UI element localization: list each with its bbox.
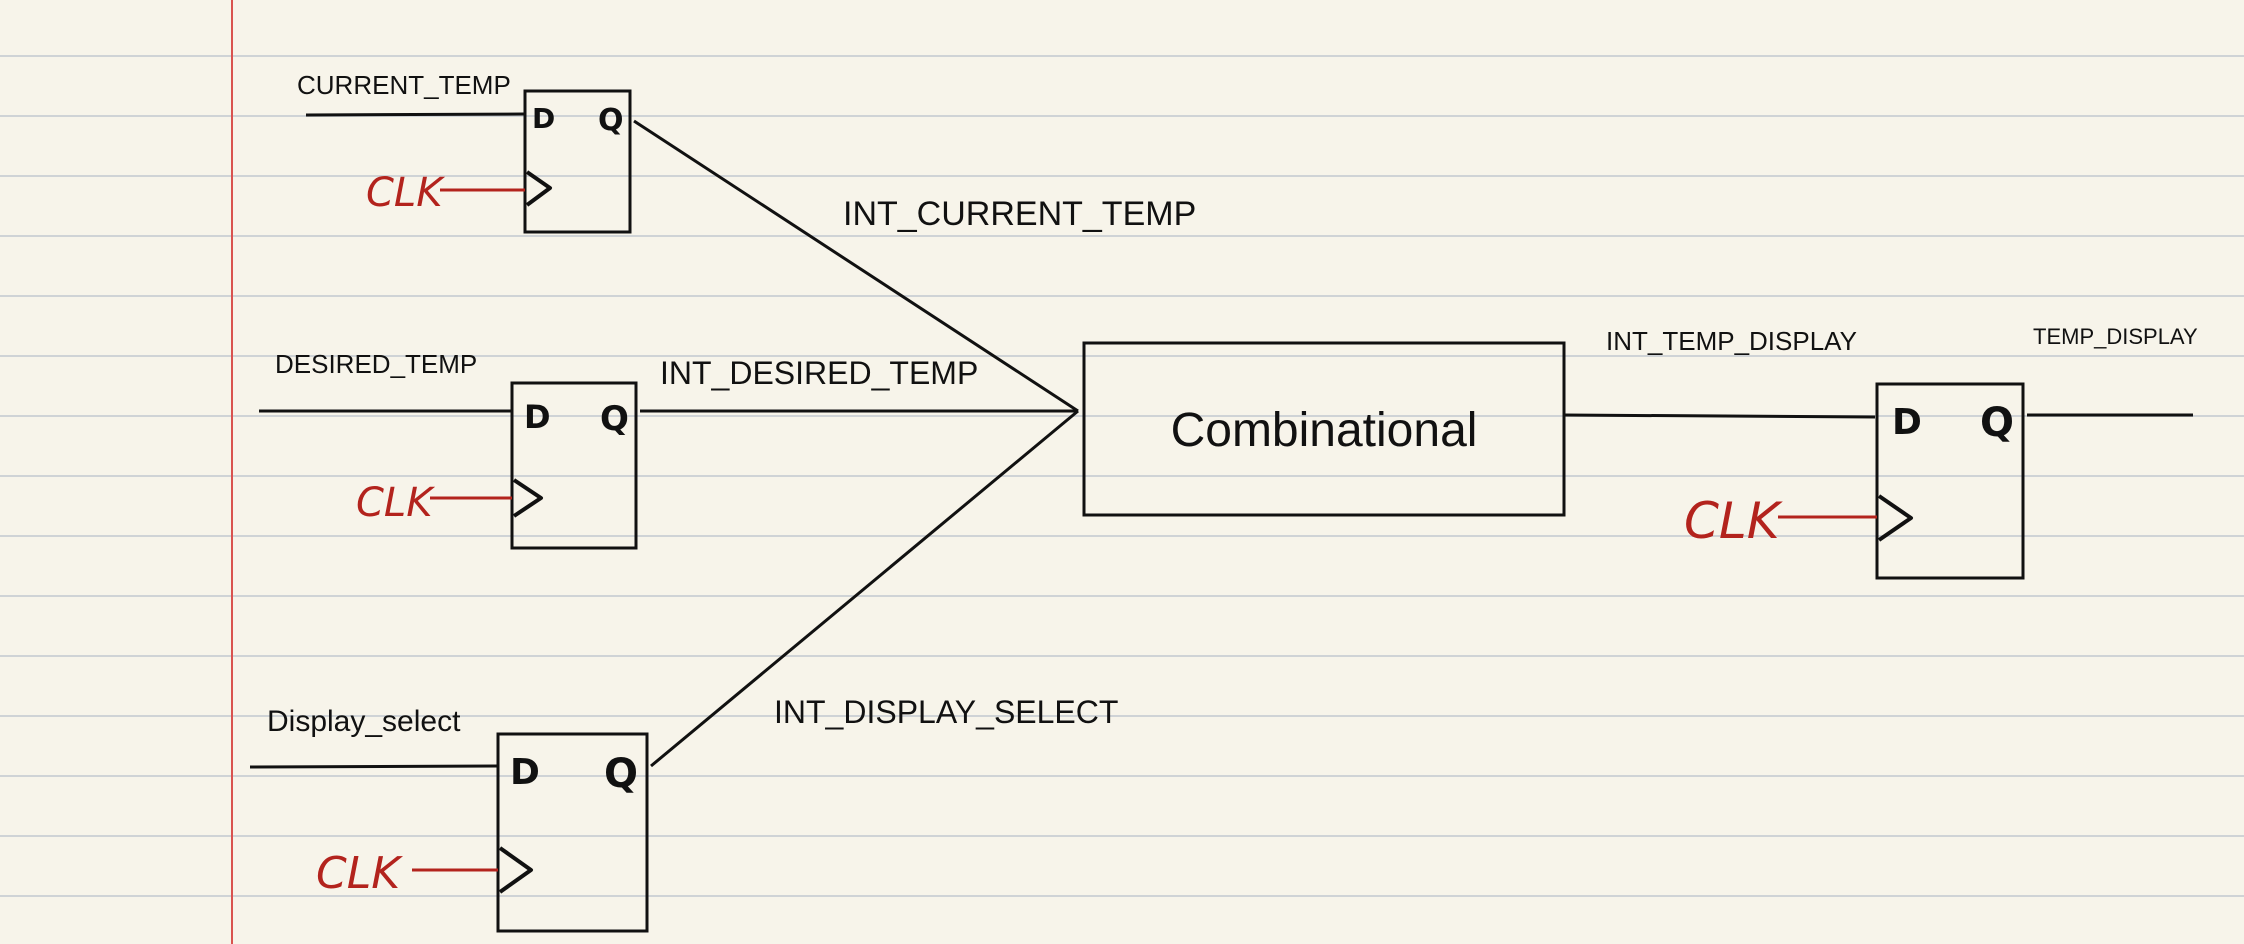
d-pin-label: D: [1892, 402, 1922, 443]
label-int-current-temp: INT_CURRENT_TEMP: [843, 195, 1196, 233]
combinational-label: Combinational: [1171, 404, 1478, 457]
label-int-desired-temp: INT_DESIRED_TEMP: [660, 355, 978, 391]
flipflop-box: [1875, 382, 2025, 580]
d-pin-label: D: [524, 398, 551, 436]
ruled-lines: [0, 55, 2244, 897]
input-label-desired-temp: DESIRED_TEMP: [275, 349, 477, 379]
flipflop-temp-display: D Q CLK: [1684, 382, 2025, 580]
label-int-temp-display: INT_TEMP_DISPLAY: [1606, 326, 1857, 356]
wire-int-display-select: [650, 409, 1079, 768]
label-int-display-select: INT_DISPLAY_SELECT: [774, 694, 1118, 730]
flipflop-box: [510, 381, 638, 550]
input-label-current-temp: CURRENT_TEMP: [297, 70, 511, 100]
clock-triangle-icon: [525, 170, 552, 207]
flipflop-current-temp: CURRENT_TEMP D Q CLK: [297, 70, 632, 234]
d-pin-label: D: [532, 102, 555, 135]
input-label-display-select: Display_select: [267, 705, 461, 738]
clock-triangle-icon: [498, 846, 533, 894]
clock-triangle-icon: [1877, 494, 1913, 542]
q-pin-label: Q: [604, 751, 638, 797]
clk-label: CLK: [1684, 492, 1784, 550]
q-pin-label: Q: [1980, 400, 2014, 446]
output-label-temp-display: TEMP_DISPLAY: [2033, 324, 2198, 349]
clk-label: CLK: [316, 848, 403, 899]
combinational-block: Combinational: [1082, 341, 1566, 517]
combinational-box: [1082, 341, 1566, 517]
wire-int-current-temp: [633, 119, 1079, 413]
clock-triangle-icon: [512, 478, 543, 518]
d-pin-label: D: [510, 752, 540, 793]
q-pin-label: Q: [598, 103, 624, 138]
flipflop-display-select: Display_select D Q CLK: [249, 705, 649, 933]
wire-int-temp-display: [1563, 413, 1876, 419]
clk-label: CLK: [356, 480, 435, 526]
clk-label: CLK: [366, 170, 445, 216]
q-pin-label: Q: [600, 399, 629, 439]
input-wire-current-temp: [305, 112, 525, 117]
flipflop-desired-temp: DESIRED_TEMP D Q CLK: [259, 349, 638, 550]
flipflop-box: [523, 89, 632, 234]
input-wire-display-select: [249, 764, 498, 769]
flipflop-box: [496, 732, 649, 933]
